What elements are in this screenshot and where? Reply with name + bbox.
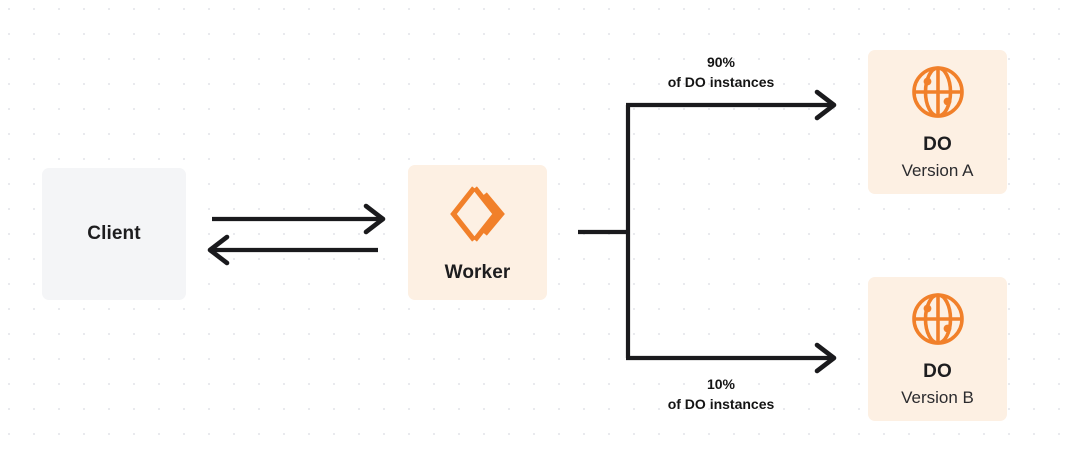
- node-do-version-a[interactable]: DO Version A: [868, 50, 1007, 194]
- node-do-version-b[interactable]: DO Version B: [868, 277, 1007, 421]
- edge-label-bottom-percent: 10%: [706, 376, 736, 392]
- node-client-title: Client: [87, 222, 141, 244]
- node-do-a-subtitle: Version A: [901, 160, 974, 180]
- arrow-worker-to-client: [207, 234, 378, 266]
- edge-label-top-percent: 90%: [706, 54, 736, 70]
- node-client[interactable]: Client: [42, 168, 186, 300]
- node-worker[interactable]: Worker: [408, 165, 547, 300]
- cloudflare-workers-icon: [445, 181, 511, 247]
- globe-icon: [909, 63, 967, 121]
- arrow-worker-to-do-a: [626, 89, 837, 121]
- node-do-a-title: DO: [923, 133, 952, 155]
- arrow-client-to-worker: [212, 203, 386, 235]
- node-do-b-subtitle: Version B: [901, 387, 974, 407]
- arrow-worker-to-do-b: [626, 342, 837, 374]
- node-worker-title: Worker: [444, 262, 511, 284]
- edge-label-top-detail: of DO instances: [667, 74, 775, 91]
- edge-label-bottom-detail: of DO instances: [667, 396, 775, 413]
- edge-label-10-percent: 10% of DO instances: [625, 374, 817, 415]
- globe-icon: [909, 290, 967, 348]
- node-do-b-title: DO: [923, 360, 952, 382]
- edge-label-90-percent: 90% of DO instances: [625, 52, 817, 93]
- connector-worker-branch-trunk: [578, 105, 631, 358]
